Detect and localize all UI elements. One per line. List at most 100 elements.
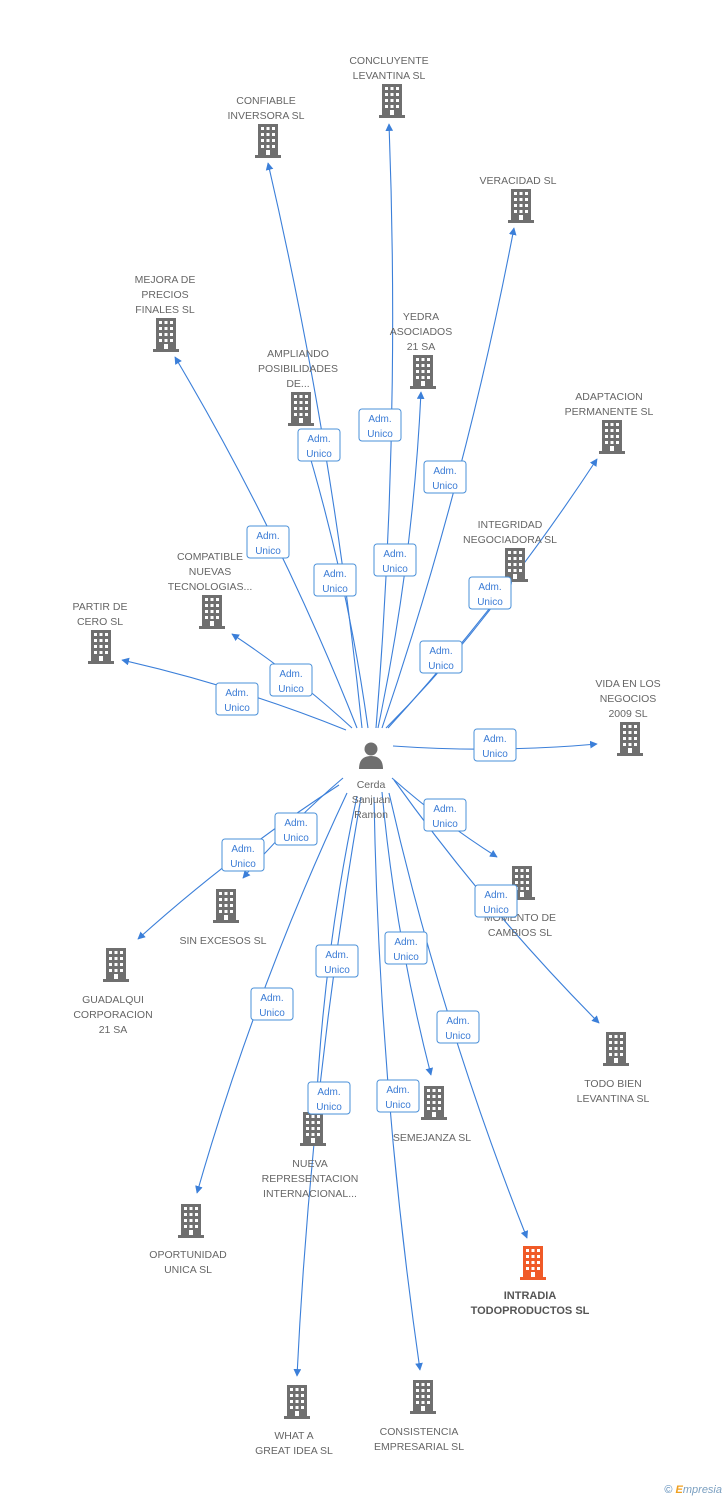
company-label-line: EMPRESARIAL SL [374, 1441, 464, 1453]
company-label-line: VERACIDAD SL [479, 175, 556, 187]
company-label-line: NEGOCIADORA SL [463, 534, 557, 546]
relation-label-line: Unico [482, 749, 508, 760]
relation-badge[interactable]: Adm.Unico [468, 576, 512, 610]
relation-badge[interactable]: Adm.Unico [423, 460, 467, 494]
relation-badge[interactable]: Adm.Unico [384, 931, 428, 965]
company-label-line: NUEVAS [189, 566, 231, 578]
company-label-line: FINALES SL [135, 304, 195, 316]
relation-badge[interactable]: Adm.Unico [419, 640, 463, 674]
relation-label-line: Adm. [317, 1087, 340, 1098]
company-label-line: INTEGRIDAD [478, 519, 543, 531]
relation-label-line: Unico [432, 819, 458, 830]
relation-label-line: Unico [255, 546, 281, 557]
relation-badge[interactable]: Adm.Unico [315, 944, 359, 978]
company-label-line: INTRADIA [504, 1290, 557, 1302]
relation-label-line: Unico [445, 1031, 471, 1042]
company-label-line: AMPLIANDO [267, 348, 329, 360]
company-label-line: CORPORACION [73, 1009, 152, 1021]
building-icon [603, 1032, 629, 1066]
brand-name: mpresia [682, 1484, 722, 1496]
company-node-semejanza[interactable]: SEMEJANZA SL [393, 1086, 471, 1144]
building-icon [288, 392, 314, 426]
company-label-line: ASOCIADOS [390, 326, 452, 338]
relation-label-line: Adm. [433, 804, 456, 815]
relation-badge[interactable]: Adm.Unico [221, 838, 265, 872]
relation-label-line: Unico [283, 833, 309, 844]
company-node-ampliando-posibilidades[interactable]: AMPLIANDO POSIBILIDADES DE... [258, 348, 338, 426]
building-icon [300, 1112, 326, 1146]
company-node-nueva-representacion[interactable]: NUEVAREPRESENTACIONINTERNACIONAL... [262, 1112, 359, 1200]
company-label-line: ADAPTACION [575, 391, 642, 403]
person-name-line: Ramon [354, 809, 388, 821]
company-node-veracidad[interactable]: VERACIDAD SL [479, 175, 557, 223]
relation-badge[interactable]: Adm.Unico [246, 525, 290, 559]
person-name-line: Sanjuan [352, 794, 391, 806]
building-icon [410, 355, 436, 389]
relation-badge[interactable]: Adm.Unico [373, 543, 417, 577]
company-node-sin-excesos[interactable]: SIN EXCESOS SL [180, 889, 267, 947]
relation-badge[interactable]: Adm.Unico [269, 663, 313, 697]
company-label-line: PRECIOS [141, 289, 188, 301]
relation-badge[interactable]: Adm.Unico [358, 408, 402, 442]
building-icon [213, 889, 239, 923]
relation-badge[interactable]: Adm. Unico [313, 563, 357, 597]
company-node-integridad-negociadora[interactable]: INTEGRIDAD NEGOCIADORA SL [463, 519, 557, 582]
relation-badge[interactable]: Adm.Unico [274, 812, 318, 846]
company-node-consistencia-empresarial[interactable]: CONSISTENCIA EMPRESARIAL SL [374, 1380, 464, 1453]
company-label-line: NEGOCIOS [600, 693, 657, 705]
relation-badge[interactable]: Adm.Unico [307, 1081, 351, 1115]
company-label-line: CAMBIOS SL [488, 927, 552, 939]
company-node-compatible-nuevas[interactable]: COMPATIBLENUEVASTECNOLOGIAS... [168, 551, 253, 629]
relation-badge[interactable]: Adm. Unico [474, 884, 518, 918]
building-icon [199, 595, 225, 629]
relation-label-line: Adm. [323, 569, 346, 580]
relation-label-line: Unico [477, 597, 503, 608]
relation-label-line: Adm. [446, 1016, 469, 1027]
relation-badge[interactable]: Adm.Unico [215, 682, 259, 716]
relation-label-line: Adm. [484, 890, 507, 901]
relation-label-line: Adm. [483, 734, 506, 745]
company-label-line: INVERSORA SL [227, 110, 304, 122]
company-label-line: POSIBILIDADES [258, 363, 338, 375]
building-icon [379, 84, 405, 118]
relation-label-line: Unico [322, 584, 348, 595]
relation-label-line: Unico [278, 684, 304, 695]
company-label-line: GREAT IDEA SL [255, 1445, 333, 1457]
copyright-symbol: © [664, 1484, 673, 1496]
relation-label-line: Unico [483, 905, 509, 916]
relation-badge[interactable]: Adm.Unico [297, 428, 341, 462]
company-label-line: NUEVA [292, 1158, 327, 1170]
relation-label-line: Unico [259, 1008, 285, 1019]
company-label-line: DE... [286, 378, 309, 390]
building-icon [178, 1204, 204, 1238]
company-label-line: 21 SA [407, 341, 436, 353]
company-label-line: VIDA EN LOS [595, 678, 660, 690]
relation-badge[interactable]: Adm.Unico [376, 1079, 420, 1113]
company-label-line: CONSISTENCIA [380, 1426, 459, 1438]
relation-badge[interactable]: Adm. Unico [473, 728, 517, 762]
relation-label-line: Adm. [307, 434, 330, 445]
company-label-line: SEMEJANZA SL [393, 1132, 471, 1144]
company-label-line: TODO BIEN [584, 1078, 642, 1090]
relation-badge[interactable]: Adm. Unico [436, 1010, 480, 1044]
relation-badge[interactable]: Adm. Unico [423, 798, 467, 832]
relation-label-line: Adm. [383, 549, 406, 560]
relation-label-line: Unico [393, 952, 419, 963]
relation-badge[interactable]: Adm.Unico [250, 987, 294, 1021]
relation-label-line: Unico [324, 965, 350, 976]
